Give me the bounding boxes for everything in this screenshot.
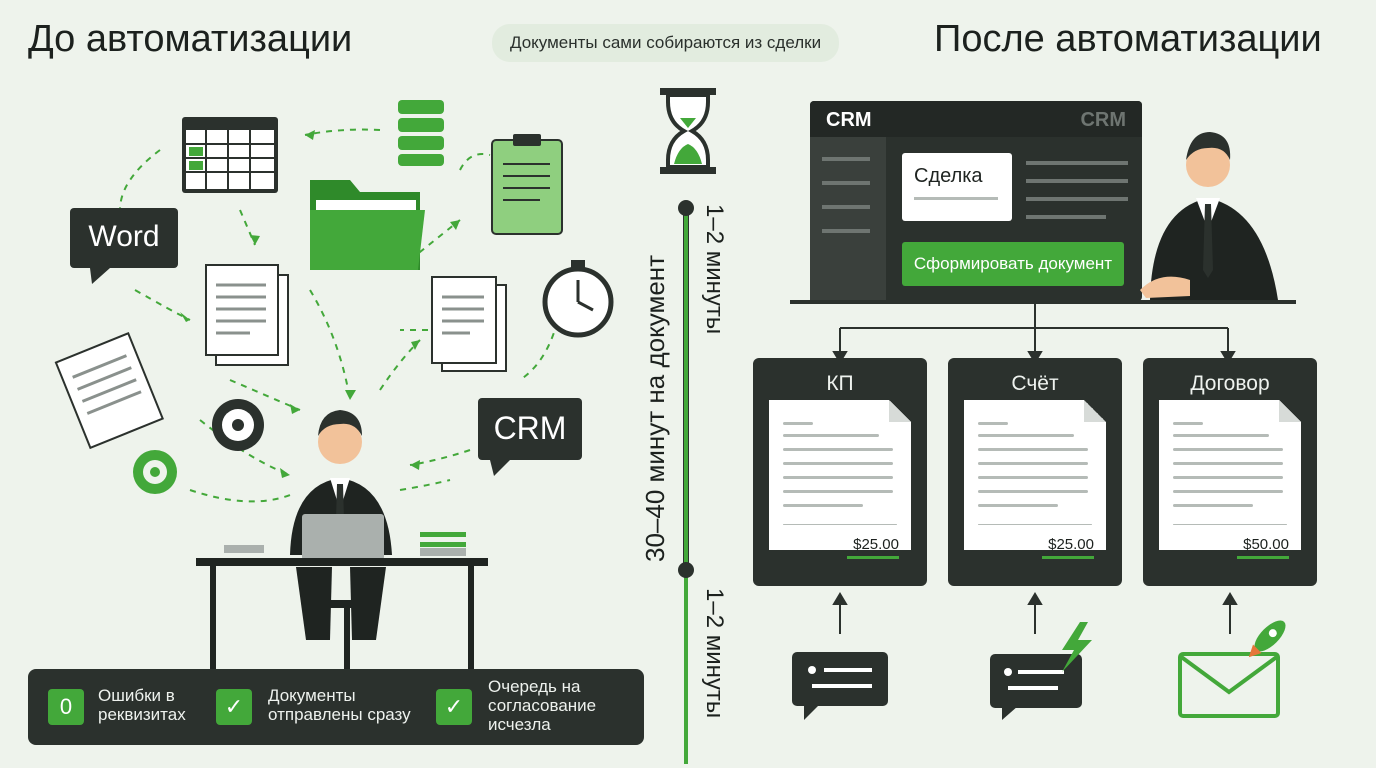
gear-icon-dark [212,399,264,451]
clipboard-icon [491,134,563,235]
document-paper: $25.00 [964,400,1106,559]
stat-check-icon-1: ✓ [216,689,252,725]
document-card-kp[interactable]: КП $25.00 [753,358,927,586]
stat-badge-zero: 0 [48,689,84,725]
document-paper: $25.00 [769,400,911,559]
document-icon [431,276,507,372]
crm-title-right: CRM [1080,109,1126,131]
document-title: Счёт [1011,372,1059,395]
database-icon [398,100,444,166]
crm-title-left: CRM [826,109,872,131]
generate-document-button[interactable]: Сформировать документ [902,242,1124,286]
heading-after: После автоматизации [934,18,1322,60]
timeline-main-label: 30–40 минут на документ [640,254,670,562]
document-card-contract[interactable]: Договор $50.00 [1143,358,1317,586]
timeline-top-label: 1–2 минуты [701,204,728,335]
crm-titlebar [810,101,1142,137]
crm-label: CRM [493,410,567,446]
deal-card-label: Сделка [914,165,983,187]
crm-sidebar [810,137,886,301]
document-title: Договор [1190,372,1270,395]
stopwatch-icon [542,260,614,338]
timeline [660,88,716,764]
tilted-page-icon [54,331,164,450]
hourglass-icon [660,88,716,174]
message-lightning-icon [990,622,1092,720]
person-at-desk-illustration [196,410,488,670]
document-card-invoice[interactable]: Счёт $25.00 [948,358,1122,586]
document-price: $25.00 [1048,536,1094,553]
deal-card[interactable]: Сделка [902,153,1012,221]
document-stack-icon [205,264,289,366]
tagline-pill: Документы сами собираются из сделки [492,24,840,62]
after-scene-connectors [790,132,1296,364]
spreadsheet-icon [182,117,278,193]
gear-icon-green [133,450,177,494]
before-scene [54,100,614,670]
stat-check-icon-2: ✓ [436,689,472,725]
businessman-illustration [1140,132,1278,300]
document-price: $25.00 [853,536,899,553]
delivery-channels [792,592,1286,720]
heading-before: До автоматизации [28,18,353,60]
folder-icon [310,180,425,270]
document-price: $50.00 [1243,536,1289,553]
document-title: КП [826,372,854,395]
word-label: Word [88,220,160,253]
word-bubble-icon [70,208,178,284]
crm-window: CRM CRM Сделка Сформировать документ [810,101,1142,301]
chat-bubble-icon [792,652,888,720]
document-paper: $50.00 [1159,400,1301,559]
timeline-bottom-label: 1–2 минуты [701,588,728,719]
email-rocket-icon [1178,620,1286,718]
crm-bubble-icon [478,398,582,476]
